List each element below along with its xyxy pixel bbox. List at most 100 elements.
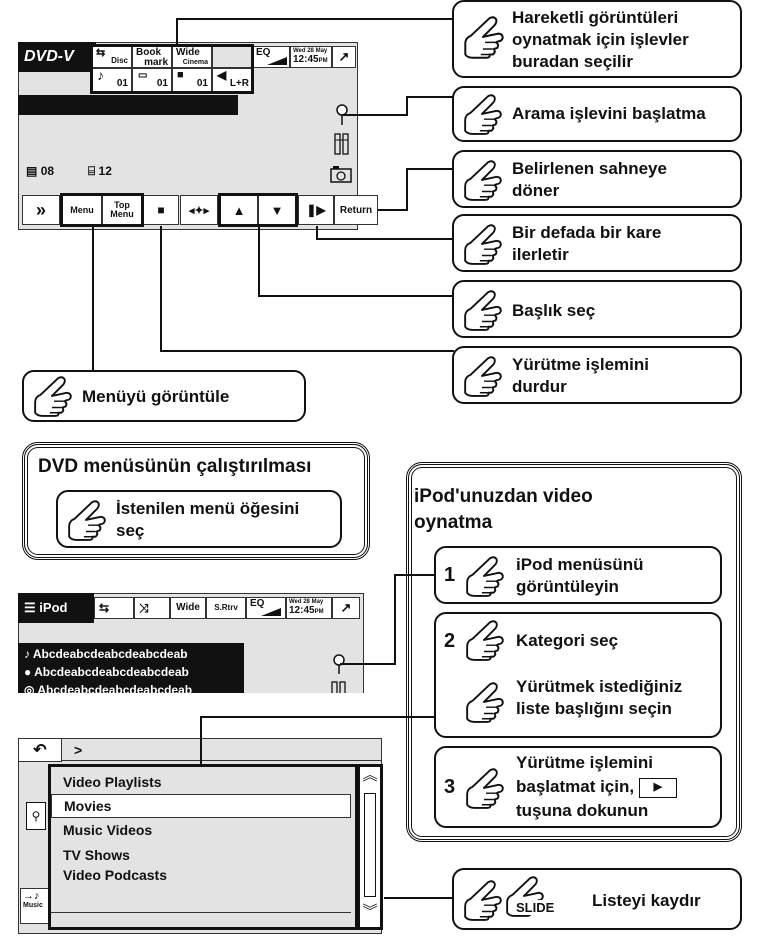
list-item[interactable]: TV Shows [63,847,130,863]
touch-hand-icon [464,682,506,724]
connector [406,168,408,211]
step-line: Yürütmek istediğiniz [516,677,683,696]
capture-camera-icon[interactable] [330,166,352,183]
callout-text: Arama işlevini başlatma [512,104,706,123]
ipod-expand-button[interactable]: ↗ [332,597,360,619]
settings-tools-icon[interactable] [333,132,351,156]
scroll-up-icon[interactable]: ︽ [362,767,378,784]
list-side-icon[interactable]: ⚲ [26,802,46,830]
dvd-source-label[interactable]: DVD-V [24,48,74,65]
frame-advance-button[interactable]: ❚▶ [298,195,334,225]
subtitle-value: 01 [156,78,168,89]
touch-hand-icon [462,290,504,332]
dvd-menu-title: DVD menüsünün çalıştırılması [38,456,312,477]
callout-start-search: Arama işlevini başlatma [452,86,742,142]
title-line: oynatma [414,512,493,533]
play-key-icon: ▶ [638,777,677,798]
expand-arrow-icon: ↗ [340,600,352,615]
dvd-menu-instruction: İstenilen menü öğesini seç [56,490,342,548]
back-arrow-icon: ↶ [33,742,47,759]
title-down-button[interactable]: ▼ [258,195,296,225]
angle-button[interactable]: ■ 01 [172,68,212,92]
step-number: 1 [444,564,456,586]
stop-button[interactable]: ■ [143,195,179,225]
list-item[interactable]: Music Videos [63,822,153,838]
clock-ampm: PM [314,609,324,615]
subtitle-icon: ▭ [138,70,148,81]
step-number: 3 [444,776,456,798]
connector [176,18,178,44]
clock: Wed 28 May 12:45PM [290,46,332,68]
touch-hand-icon [462,880,504,922]
connector [176,18,454,20]
scroll-down-icon[interactable]: ︾ [362,903,378,920]
ipod-step-1: 1 iPod menüsünü görüntüleyin [434,546,722,604]
connector [92,227,94,371]
ipod-tools-icon [330,680,348,693]
connector [384,897,454,899]
subtitle-button[interactable]: ▭ 01 [132,68,172,92]
return-button[interactable]: Return [334,195,378,225]
ipod-repeat-button[interactable]: ⇆ [94,597,134,619]
ipod-step-2: 2 Kategori seç Yürütmek istediğiniz list… [434,612,722,738]
dvd-source-bar [18,42,96,72]
ipod-search-icon[interactable] [332,654,346,674]
ipod-srtrv-button[interactable]: S.Rtrv [206,597,246,619]
dvd-menu-box [22,442,370,560]
title-line: iPod'unuzdan video [414,486,593,507]
expand-panel-button[interactable]: » [22,195,60,225]
callout-scroll-list: SLIDE Listeyi kaydır [452,868,742,930]
clock-ampm: PM [318,58,328,64]
direction-arrows-icon: ◂✦▸ [188,204,210,217]
scroll-thumb[interactable] [364,793,376,897]
up-triangle-icon: ▲ [232,202,246,218]
callout-frame-advance: Bir defada bir kare ilerletir [452,214,742,272]
clock-time: 12:45 [293,54,319,65]
title-buttons-highlight [218,193,298,227]
connector [406,168,454,170]
audio-value: 01 [116,78,128,89]
music-category-button[interactable]: →♪ Music [20,888,50,924]
toolbar-highlight [90,44,254,94]
connector [394,574,436,576]
callout-line: Bir defada bir kare [512,223,662,242]
list-item[interactable]: Video Playlists [63,774,162,790]
list-divider [51,912,351,913]
scrollbar[interactable]: ︽ ︾ [357,764,383,930]
callout-line: durdur [512,377,567,396]
down-triangle-icon: ▼ [270,202,284,218]
bookmark-label-bottom: mark [144,57,168,68]
callout-line: ilerletir [512,245,569,264]
step-number: 2 [444,630,456,652]
connector [406,96,408,116]
touch-hand-icon [464,556,506,598]
ipod-source-label[interactable]: ☰ iPod [24,600,67,616]
double-chevron-icon: » [35,199,46,220]
list-path: > [74,742,83,758]
callout-select-functions: Hareketli görüntüleri oynatmak için işle… [452,0,742,78]
film-icon: ⌸ [88,164,96,178]
step-line: görüntüleyin [516,577,619,596]
step-line: başlatmat için, [516,777,635,796]
music-note-icon: ♪ [24,647,30,661]
back-button[interactable]: ↶ [18,738,62,762]
ipod-shuffle-button[interactable]: ⤨ [134,597,170,619]
track-album: Abcdeabcdeabcdeabcdeab [37,683,193,693]
callout-line: döner [512,181,560,200]
connector [394,574,396,665]
callout-line: Hareketli görüntüleri [512,8,679,27]
shuffle-icon: ⤨ [139,601,149,615]
navigation-button[interactable]: ◂✦▸ [180,195,218,225]
expand-button[interactable]: ↗ [332,46,356,68]
ipod-eq-button[interactable]: EQ [246,597,286,619]
ipod-wide-button[interactable]: Wide [170,597,206,619]
list-item[interactable]: Video Podcasts [63,867,168,883]
top-menu-label-1: Top [114,200,130,210]
ipod-step-3: 3 Yürütme işlemini başlatmat için, ▶ tuş… [434,746,722,828]
list-item-selected[interactable]: Movies [51,794,351,818]
slide-label: SLIDE [516,900,555,915]
eq-button[interactable]: EQ [252,46,290,68]
ipod-video-title: iPod'unuzdan video oynatma [414,484,593,536]
artist-icon: ● [24,665,32,679]
angle-value: 01 [196,78,208,89]
